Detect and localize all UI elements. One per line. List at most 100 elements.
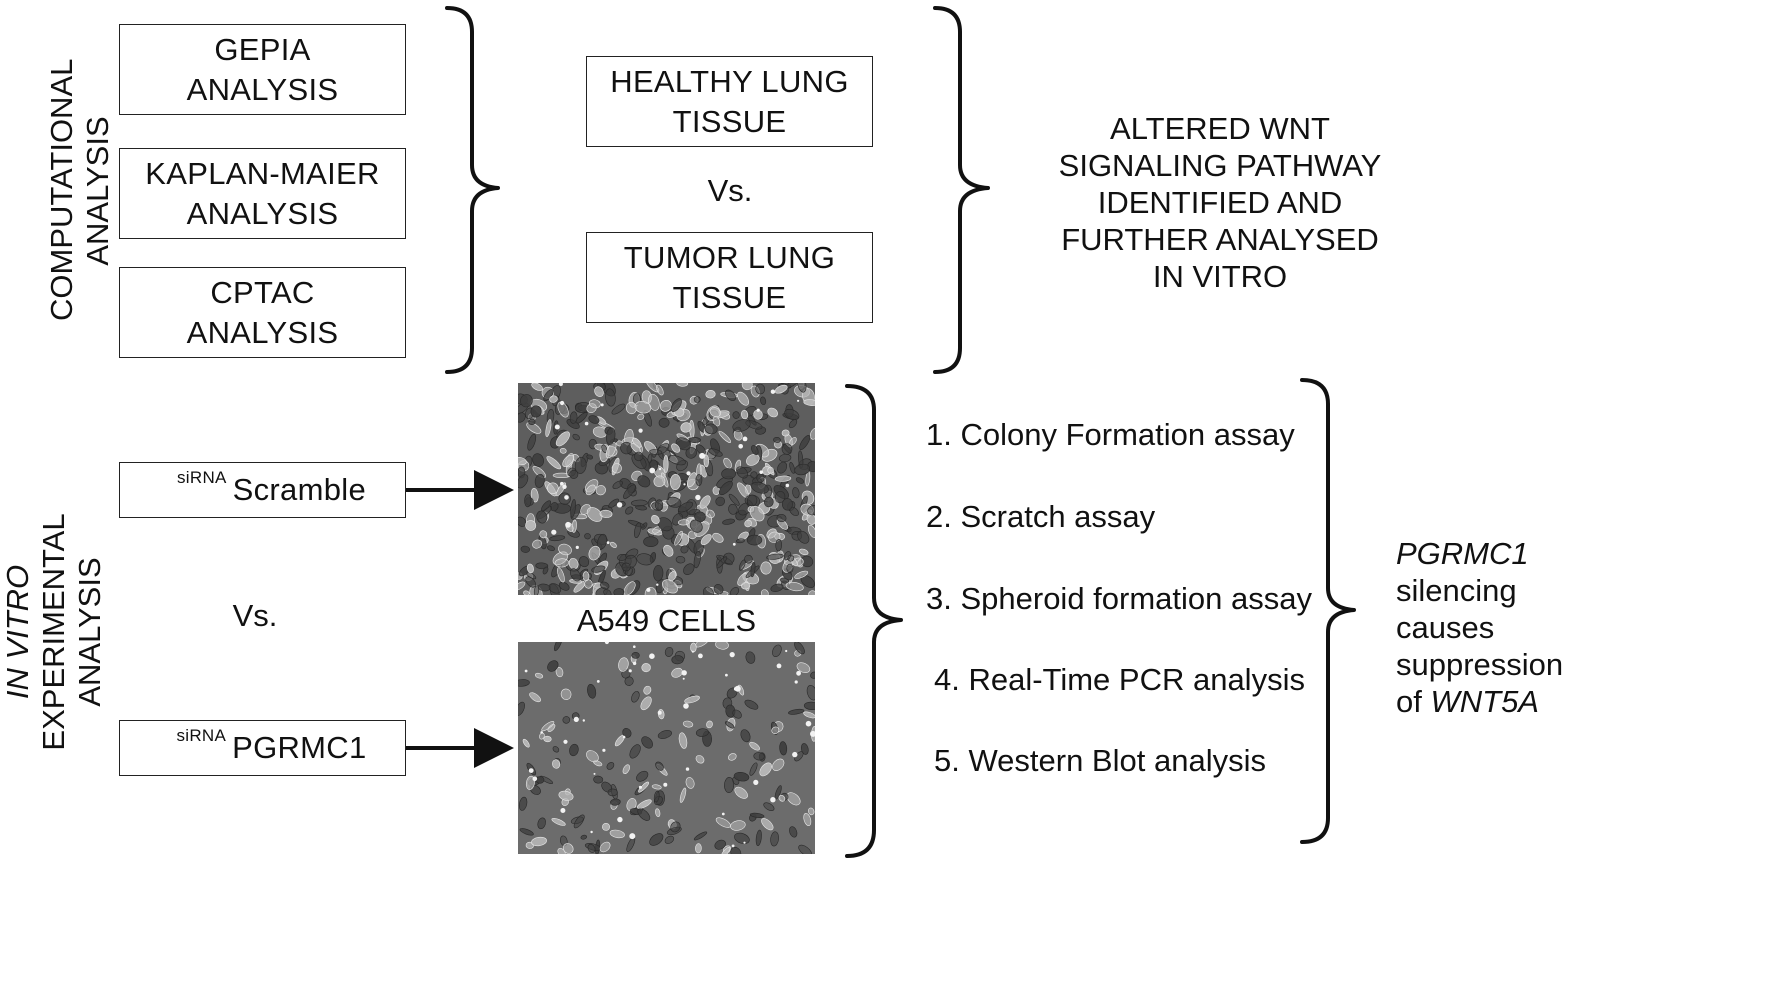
pgrmc1-cells-micrograph bbox=[518, 642, 815, 854]
cell-mark bbox=[730, 846, 742, 854]
cell-mark bbox=[810, 427, 815, 440]
cell-mark bbox=[649, 552, 657, 563]
scramble-label: Scramble bbox=[232, 472, 366, 507]
cell-mark bbox=[810, 671, 815, 679]
cell-mark bbox=[609, 829, 625, 839]
box-line: GEPIA bbox=[214, 31, 311, 67]
assay-item: 4. Real-Time PCR analysis bbox=[934, 662, 1305, 697]
cell-mark bbox=[807, 524, 815, 538]
cell-mark bbox=[775, 539, 783, 552]
cell-mark bbox=[536, 510, 548, 524]
cell-mark bbox=[797, 383, 807, 393]
cell-mark bbox=[638, 781, 650, 793]
cell-highlight bbox=[681, 670, 687, 676]
cell-highlight bbox=[686, 471, 691, 476]
cell-mark bbox=[666, 496, 682, 508]
cell-highlight bbox=[698, 653, 703, 659]
cell-mark bbox=[554, 558, 570, 568]
micrograph-texture bbox=[518, 383, 815, 595]
cell-mark bbox=[744, 554, 753, 564]
cell-mark bbox=[763, 802, 775, 811]
cell-mark bbox=[634, 401, 652, 414]
cell-highlight bbox=[629, 833, 636, 840]
cell-mark bbox=[728, 503, 738, 515]
cell-highlight bbox=[738, 444, 743, 449]
cell-mark bbox=[737, 391, 750, 406]
cell-mark bbox=[770, 831, 779, 847]
cell-mark bbox=[786, 792, 801, 806]
cell-mark bbox=[675, 555, 686, 564]
cell-mark bbox=[630, 499, 648, 507]
cell-highlight bbox=[573, 716, 579, 722]
cell-highlight bbox=[602, 748, 606, 752]
cell-mark bbox=[730, 820, 746, 831]
cell-mark bbox=[570, 499, 576, 518]
cell-mark bbox=[588, 545, 601, 561]
cell-mark bbox=[778, 794, 786, 802]
cell-mark bbox=[612, 480, 623, 489]
cell-mark bbox=[641, 663, 651, 673]
cell-mark bbox=[749, 812, 765, 818]
cell-mark bbox=[706, 509, 715, 519]
cell-mark bbox=[586, 750, 599, 763]
cell-mark bbox=[518, 456, 527, 466]
cell-mark bbox=[631, 651, 640, 659]
cell-mark bbox=[670, 821, 681, 833]
cell-highlight bbox=[524, 669, 528, 673]
tissue-vs-label: Vs. bbox=[707, 173, 753, 208]
cell-mark bbox=[807, 505, 815, 516]
cell-mark bbox=[574, 456, 587, 474]
cell-highlight bbox=[617, 816, 623, 823]
cell-highlight bbox=[685, 767, 690, 771]
cell-mark bbox=[524, 494, 532, 508]
cell-mark bbox=[740, 729, 751, 743]
cell-mark bbox=[695, 728, 709, 737]
cell-highlight bbox=[770, 797, 776, 803]
cell-highlight bbox=[756, 408, 760, 412]
cell-mark bbox=[643, 536, 659, 547]
cell-mark bbox=[594, 386, 604, 397]
sirna-superscript: siRNA bbox=[176, 468, 227, 487]
cell-mark bbox=[518, 796, 528, 811]
box-line: TISSUE bbox=[672, 279, 787, 315]
conclusion-text: PGRMC1 silencing causes suppression of W… bbox=[1396, 535, 1571, 720]
assay-item: 2. Scratch assay bbox=[926, 499, 1156, 534]
cell-mark bbox=[580, 834, 588, 840]
cell-mark bbox=[732, 411, 740, 419]
cell-mark bbox=[774, 785, 782, 800]
cell-mark bbox=[663, 544, 674, 557]
cell-mark bbox=[703, 454, 710, 468]
cell-highlight bbox=[633, 645, 636, 648]
cell-highlight bbox=[600, 403, 604, 407]
gene-pgrmc1: PGRMC1 bbox=[1396, 536, 1529, 571]
cell-mark bbox=[653, 475, 666, 488]
cell-highlight bbox=[725, 673, 728, 677]
cell-mark bbox=[674, 530, 683, 546]
cell-mark bbox=[781, 443, 793, 455]
cell-mark bbox=[611, 403, 626, 415]
cell-mark bbox=[718, 430, 732, 443]
cell-highlight bbox=[606, 541, 610, 544]
cell-mark bbox=[585, 484, 596, 496]
cell-mark bbox=[545, 419, 552, 437]
cell-mark bbox=[749, 741, 760, 751]
cell-mark bbox=[761, 818, 774, 831]
cell-highlight bbox=[663, 782, 668, 787]
cell-mark bbox=[800, 743, 809, 755]
cell-highlight bbox=[794, 680, 798, 684]
cell-mark bbox=[706, 720, 713, 729]
cell-mark bbox=[756, 473, 765, 483]
gene-wnt5a: WNT5A bbox=[1430, 684, 1539, 719]
cell-mark bbox=[651, 515, 660, 524]
kaplan-maier-analysis-box: KAPLAN-MAIER ANALYSIS bbox=[119, 148, 406, 239]
cell-highlight bbox=[558, 383, 563, 386]
cell-highlight bbox=[563, 739, 568, 744]
cell-mark bbox=[664, 646, 674, 657]
cell-mark bbox=[750, 562, 756, 578]
cell-highlight bbox=[695, 494, 701, 501]
cell-mark bbox=[549, 502, 559, 512]
cell-highlight bbox=[540, 731, 543, 734]
cell-mark bbox=[649, 833, 664, 846]
cell-mark bbox=[785, 581, 804, 592]
cell-mark bbox=[546, 456, 562, 470]
